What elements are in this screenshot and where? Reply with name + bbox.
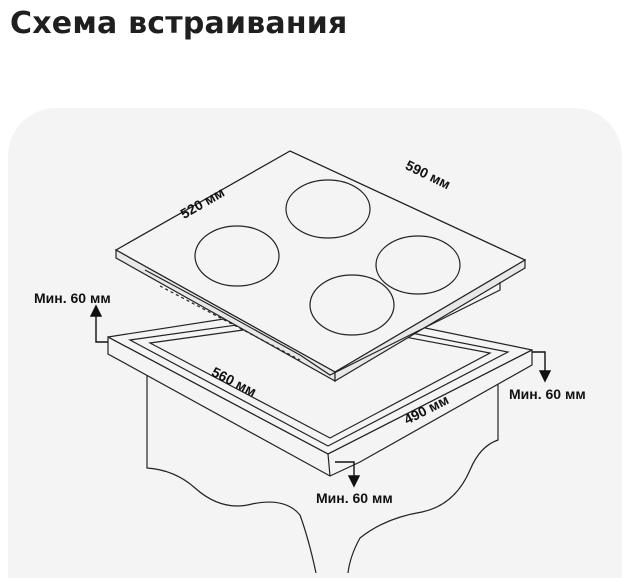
right-clearance-arrow-line [532,351,546,375]
cutout-width-line [107,336,329,455]
cabinet [146,360,499,573]
hob [114,150,527,383]
page-title: Схема встраивания [10,6,348,41]
hob-depth-label: 590 мм [403,157,453,192]
right-clearance-label: Мин. 60 мм [509,386,586,402]
right-clearance-arrowhead [538,370,552,383]
cabinet-right-side [347,368,499,573]
hob-mount-clips [159,285,301,361]
hob-depth-line [289,150,526,261]
burner-back-left [285,179,371,239]
hob-width-line [115,150,291,251]
burner-back-right [375,235,461,295]
front-clearance-arrowhead [347,475,361,488]
cabinet-left-side [146,360,317,573]
front-clearance-arrow-line [335,461,355,480]
cutout-depth-line [327,349,533,455]
dimension-lines [107,150,533,455]
back-clearance-label: Мин. 60 мм [34,290,111,306]
front-clearance-label: Мин. 60 мм [316,490,393,506]
hob-glass-right-edge [334,258,526,383]
burner-front-left [194,225,280,287]
hob-body [144,269,501,376]
clearance-arrows [89,304,552,488]
burner-front-right [309,274,395,336]
back-clearance-arrow-line [95,312,108,343]
countertop-corner [327,453,331,477]
back-clearance-arrowhead [89,304,103,317]
